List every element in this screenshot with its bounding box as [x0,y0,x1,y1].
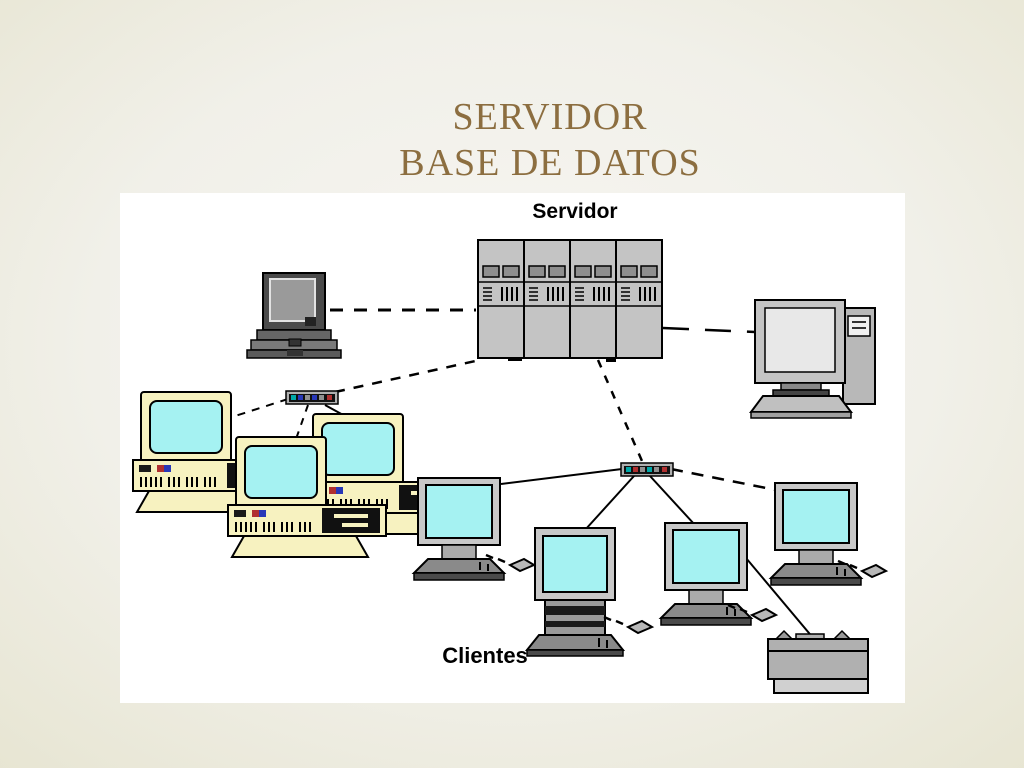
link-hub2-client-gray-1 [500,468,623,485]
hub-1 [285,390,339,405]
slide-title-line2: BASE DE DATOS [399,142,701,184]
link-hub2-client-gray-3 [649,475,696,526]
server-rack [477,239,663,362]
link-server-workstation [662,326,756,334]
client-gray-4 [770,482,862,586]
link-hub1-client-beige-1 [231,398,289,418]
hub-2 [620,462,674,477]
link-hub1-server [334,358,481,394]
workstation-keyboard [749,395,853,413]
mouse-icon [602,615,654,635]
link-hub1-client-beige-2 [295,404,309,440]
client-gray-3 [660,522,752,626]
link-hub2-client-gray-2 [584,475,635,531]
network-diagram: Servidor [132,200,888,694]
slide-title: SERVIDOR BASE DE DATOS [90,94,1010,186]
slide-title-line1: SERVIDOR [452,96,648,138]
diagram-label-clientes: Clientes [442,643,528,668]
link-server-hub2 [596,359,644,462]
workstation-right [749,299,876,419]
network-diagram-panel: Servidor [120,193,905,703]
laptop-client [246,272,342,359]
link-client3-printer [745,557,815,640]
printer [767,629,869,694]
diagram-label-servidor: Servidor [532,200,617,223]
client-gray-2 [524,527,626,657]
network-links [231,308,815,640]
link-hub2-client-gray-4 [670,467,777,492]
client-gray-1 [413,477,505,581]
